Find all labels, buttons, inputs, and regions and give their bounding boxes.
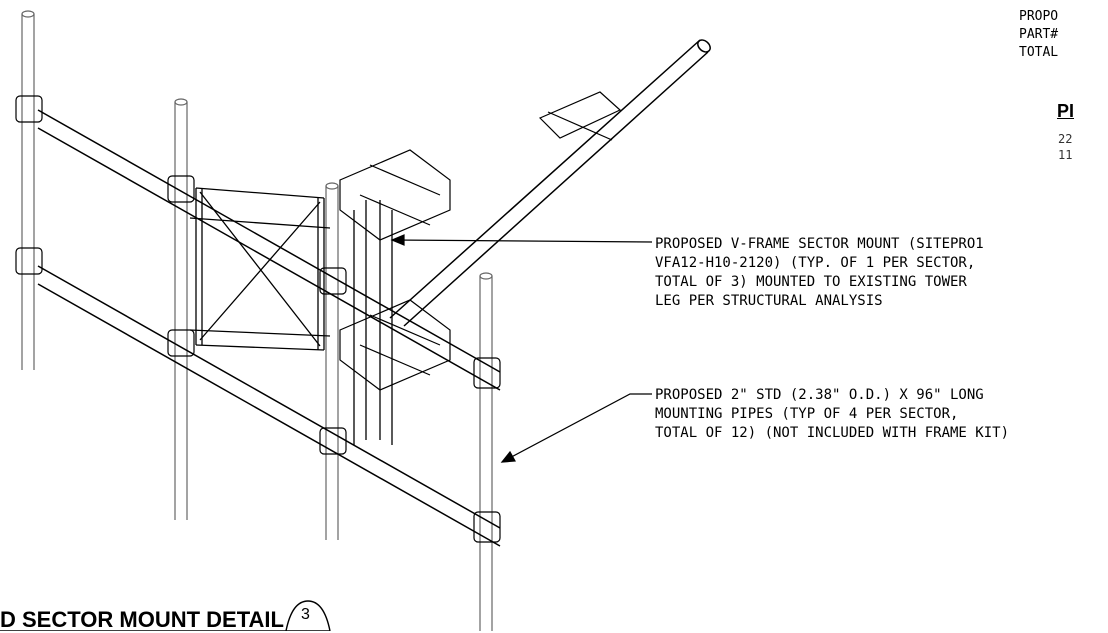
callout-v-frame-line-2: VFA12-H10-2120) (TYP. OF 1 PER SECTOR, — [655, 255, 976, 271]
detail-number: 3 — [301, 606, 310, 623]
top-right-partial-text: PROPO PART# TOTAL — [1019, 8, 1058, 62]
pipe-clamps — [15, 95, 501, 543]
top-right-line-3: TOTAL — [1019, 45, 1059, 60]
callout-v-frame-line-3: TOTAL OF 3) MOUNTED TO EXISTING TOWER — [655, 274, 967, 290]
frame-rails — [37, 109, 501, 547]
callout-pipes-line-2: MOUNTING PIPES (TYP OF 4 PER SECTOR, — [655, 406, 959, 422]
leader-lines — [390, 234, 653, 463]
detail-bubble — [285, 600, 331, 631]
upper-rail — [37, 109, 501, 391]
detail-title: D SECTOR MOUNT DETAIL — [0, 607, 284, 632]
vertical-pipe-1 — [21, 14, 35, 370]
callout-pipes: PROPOSED 2" STD (2.38" O.D.) X 96" LONG … — [655, 386, 1009, 443]
leader-pipes-arrow — [500, 450, 516, 463]
top-right-line-2: PART# — [1019, 27, 1059, 42]
vertical-mounting-pipes — [21, 10, 493, 631]
top-right-item-2: 11 — [1058, 148, 1073, 162]
callout-pipes-line-3: TOTAL OF 12) (NOT INCLUDED WITH FRAME KI… — [655, 425, 1010, 441]
vertical-pipe-2 — [174, 102, 188, 520]
lower-rail — [37, 265, 501, 547]
top-right-heading: PI — [1057, 101, 1075, 121]
callout-v-frame-line-1: PROPOSED V-FRAME SECTOR MOUNT (SITEPRO1 — [655, 236, 984, 252]
top-right-items: 22 11 — [1058, 131, 1072, 163]
top-right-item-1: 22 — [1058, 132, 1073, 146]
leader-pipes — [501, 393, 652, 463]
vertical-pipe-4 — [479, 276, 493, 631]
leader-v-frame — [391, 239, 653, 243]
vertical-pipe-3 — [325, 186, 339, 540]
callout-pipes-line-1: PROPOSED 2" STD (2.38" O.D.) X 96" LONG — [655, 387, 984, 403]
title-graphics — [0, 600, 331, 631]
callout-v-frame: PROPOSED V-FRAME SECTOR MOUNT (SITEPRO1 … — [655, 235, 984, 311]
callout-v-frame-line-4: LEG PER STRUCTURAL ANALYSIS — [655, 293, 883, 309]
mount-brackets — [339, 91, 622, 391]
top-right-line-1: PROPO — [1019, 9, 1059, 24]
leader-v-frame-arrow — [390, 234, 405, 246]
standoff-arm — [389, 39, 711, 327]
truss-frame — [189, 187, 331, 351]
